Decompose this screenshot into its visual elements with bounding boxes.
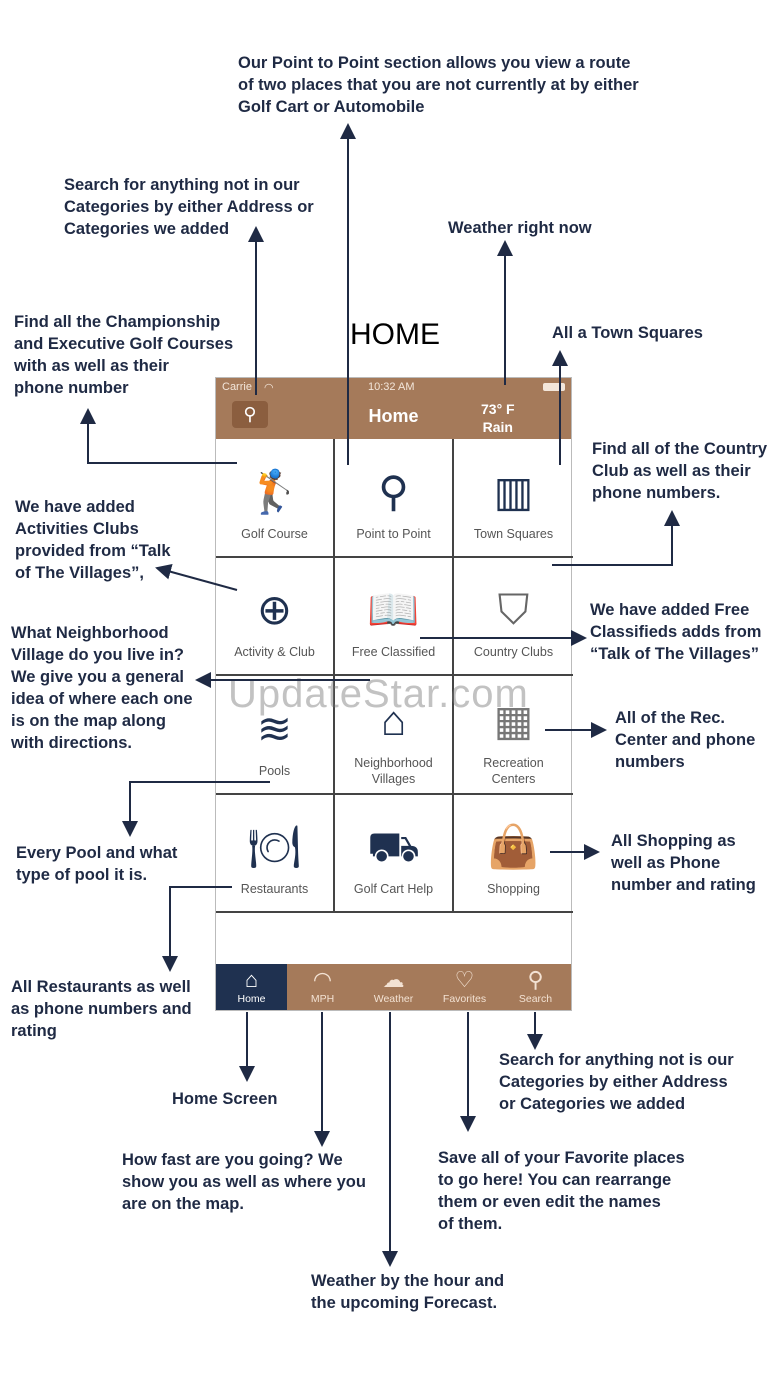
arrow [552,510,680,566]
pool-icon: ≋ [256,704,293,752]
tile-label: Golf Course [241,526,308,541]
note-restaurants: All Restaurants as well as phone numbers… [11,978,192,1040]
nav-title: Home [368,406,419,426]
search-icon: ⚲ [527,967,544,992]
note-favorites: Save all of your Favorite places to go h… [438,1149,685,1233]
wifi-icon: ◠ [264,382,274,394]
tile-label: Country Clubs [473,645,554,659]
arrow [155,563,238,591]
house-icon: ⌂ [244,967,259,992]
tab-label: MPH [310,993,335,1005]
route-pin-icon: ⚲ [378,467,409,515]
tab-favorites[interactable]: ♡Favorites [429,964,500,1010]
tile-pools[interactable]: ≋ Pools [216,676,335,795]
tile-restaurants[interactable]: 🍽 Restaurants [216,794,335,913]
battery-icon [543,383,565,391]
shopping-bag-icon: 👜 [487,823,540,870]
tile-point-to-point[interactable]: ⚲ Point to Point [335,439,454,558]
tile-free-classified[interactable]: 📖 Free Classified [335,557,454,676]
note-point-to-point: Our Point to Point section allows you vi… [238,54,639,116]
open-book-icon: 📖 [367,586,420,633]
houses-icon: ⌂ [380,696,407,744]
note-mph: How fast are you going? We show you as w… [122,1151,366,1213]
tab-home[interactable]: ⌂Home [216,964,287,1010]
note-home: Home Screen [172,1090,278,1108]
note-weather-now: Weather right now [448,219,592,237]
tile-label: Neighborhood Villages [354,755,433,786]
status-bar: Carrie ◠ 10:32 AM [216,378,571,396]
tab-label: Search [518,993,553,1005]
note-shopping: All Shopping as well as Phone number and… [611,832,756,894]
pillar-icon: ⛉ [497,586,530,633]
tab-bar: ⌂Home ◠MPH ☁Weather ♡Favorites ⚲Search [216,964,571,1010]
note-neighborhood: What Neighborhood Village do you live in… [11,624,193,752]
tab-label: Weather [373,993,414,1005]
note-country-club: Find all of the Country Club as well as … [592,440,768,502]
tile-label: Point to Point [356,526,431,541]
arrow [122,781,270,837]
tile-label: Golf Cart Help [353,882,434,896]
tile-golf-cart-help[interactable]: ⛟ Golf Cart Help [335,794,454,913]
tile-label: Activity & Club [234,645,315,659]
note-search-top: Search for anything not in our Categorie… [64,176,314,238]
note-pool: Every Pool and what type of pool it is. [16,844,178,884]
tile-label: Pools [258,763,291,778]
phone-screen: Carrie ◠ 10:32 AM ⚲ Home 73° F Rain 🏌 Gol… [215,377,573,1011]
arrow [162,886,232,972]
carrier: Carrie [222,381,252,393]
category-grid: 🏌 Golf Course ⚲ Point to Point ▥ Town Squar… [216,439,573,913]
clock: 10:32 AM [368,381,415,393]
tile-country-clubs[interactable]: ⛉ Country Clubs [454,558,573,676]
tab-mph[interactable]: ◠MPH [287,964,358,1010]
note-activities: We have added Activities Clubs provided … [15,498,171,582]
speedometer-icon: ◠ [312,967,333,992]
tile-label: Free Classified [351,645,436,659]
tab-label: Home [237,993,266,1005]
tile-golf-course[interactable]: 🏌 Golf Course [216,439,335,558]
tile-label: Recreation Centers [483,755,544,786]
search-button[interactable]: ⚲ [232,401,268,428]
arrow [80,408,237,464]
tab-search[interactable]: ⚲Search [500,964,571,1010]
tile-recreation-centers[interactable]: ▦ Recreation Centers [454,676,573,795]
building-icon: ▥ [493,467,534,515]
note-search-bottom: Search for anything not is our Categorie… [499,1051,734,1113]
tile-label: Town Squares [473,526,554,541]
nav-bar: ⚲ Home 73° F Rain [216,396,571,439]
tile-neighborhood-villages[interactable]: ⌂ Neighborhood Villages [335,676,454,795]
weather-now[interactable]: 73° F Rain [481,400,515,436]
cloud-sun-icon: ☁ [382,967,405,992]
heart-icon: ♡ [454,967,475,992]
tile-shopping[interactable]: 👜 Shopping [454,795,573,913]
golf-cart-icon: ⛟ [367,823,420,870]
weather-condition: Rain [482,419,513,435]
tile-label: Restaurants [240,882,309,896]
tile-activity-club[interactable]: ⊕ Activity & Club [216,557,335,676]
tab-weather[interactable]: ☁Weather [358,964,429,1010]
page-title: HOME [350,318,440,351]
note-golf: Find all the Championship and Executive … [14,313,234,397]
note-town-squares: All a Town Squares [552,324,703,342]
plate-cutlery-icon: 🍽 [247,823,302,870]
tab-label: Favorites [442,993,487,1005]
disco-ball-icon: ⊕ [256,586,293,633]
golfer-icon: 🏌 [248,467,301,515]
note-weather-forecast: Weather by the hour and the upcoming For… [311,1272,505,1312]
rec-center-icon: ▦ [493,696,534,744]
tile-town-squares[interactable]: ▥ Town Squares [454,439,573,558]
temperature: 73° F [481,401,515,417]
note-classified: We have added Free Classifieds adds from… [590,601,762,663]
note-rec-center: All of the Rec. Center and phone numbers [615,709,756,771]
tile-label: Shopping [487,882,540,896]
